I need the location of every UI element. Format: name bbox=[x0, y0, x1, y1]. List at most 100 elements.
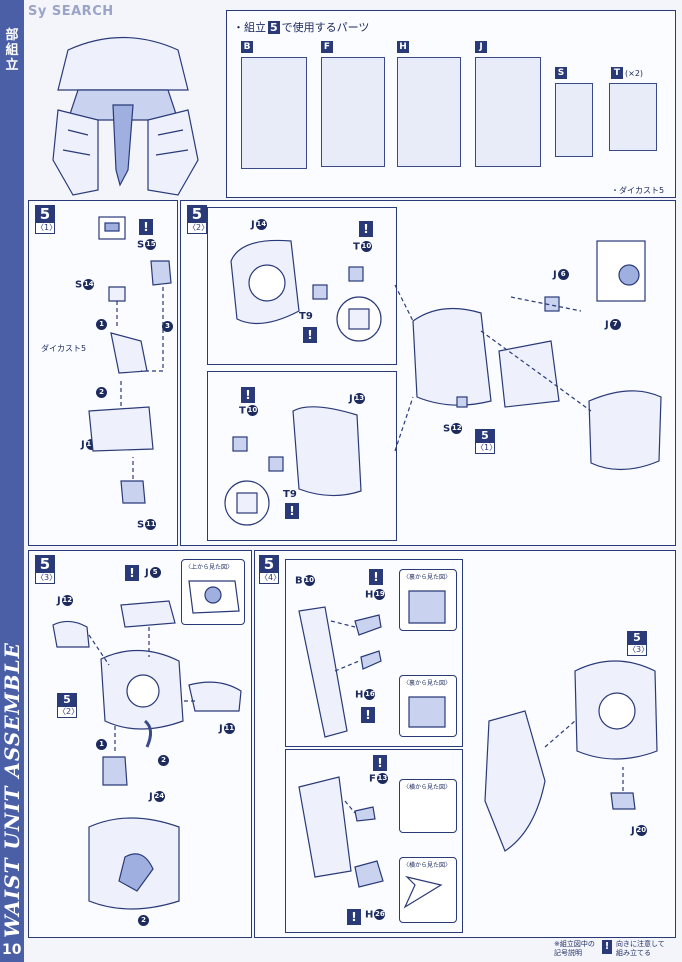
waist-overview-drawing bbox=[52, 37, 199, 196]
warning-icon: ! bbox=[361, 707, 375, 723]
part-num: 13 bbox=[376, 773, 388, 784]
heading-post: で使用するパーツ bbox=[281, 21, 370, 34]
seq-num: 2 bbox=[158, 755, 169, 766]
footer-warning-text: 向きに注意して 組み立てる bbox=[616, 940, 665, 958]
step-number: 5 bbox=[35, 205, 55, 223]
part-num: 10 bbox=[303, 575, 315, 586]
part-letter: J bbox=[349, 393, 353, 405]
section-title: 部組立 bbox=[5, 28, 19, 73]
section-band: WAIST UNIT ASSEMBLE bbox=[0, 640, 24, 940]
runner-F bbox=[321, 57, 385, 167]
step-number: 5 bbox=[187, 205, 207, 223]
step-badge: 5〈2〉 bbox=[187, 205, 210, 234]
callout-title: 〈横から見た図〉 bbox=[403, 862, 452, 869]
part-letter: S bbox=[137, 519, 145, 531]
runner-S bbox=[555, 83, 593, 157]
warning-icon: ! bbox=[303, 327, 317, 343]
warning-icon: ! bbox=[125, 565, 139, 581]
part-letter: H bbox=[365, 589, 374, 601]
part-num: 10 bbox=[246, 405, 258, 416]
part-letter: H bbox=[365, 909, 374, 921]
callout-title: 〈上から見た図〉 bbox=[185, 564, 234, 571]
ref-number: 5 bbox=[475, 429, 495, 443]
arrow-3-label: 3 bbox=[161, 321, 173, 333]
part-num: 16 bbox=[364, 689, 376, 700]
runner-T-count: (×2) bbox=[625, 69, 644, 78]
warning-icon: ! bbox=[373, 755, 387, 771]
runner-F-label: F bbox=[321, 41, 333, 53]
footer-legend: ※組立図中の 記号説明 bbox=[554, 940, 595, 958]
callout-title: 〈裏から見た図〉 bbox=[403, 574, 452, 581]
callout-title: 〈裏から見た図〉 bbox=[403, 680, 452, 687]
part-num: 6 bbox=[557, 269, 569, 280]
part-num: 14 bbox=[83, 279, 95, 290]
part-letter: T bbox=[239, 405, 246, 417]
arrow-1-label: 1 bbox=[95, 319, 107, 331]
callout-title: 〈横から見た図〉 bbox=[403, 784, 452, 791]
part-letter: S bbox=[75, 279, 83, 291]
legend-line-2: 記号説明 bbox=[554, 949, 582, 957]
part-letter: J bbox=[631, 825, 635, 837]
step-sub: 〈2〉 bbox=[187, 223, 210, 234]
part-num: 20 bbox=[635, 825, 647, 836]
part-letter: J bbox=[219, 723, 223, 735]
runner-T-label: T bbox=[611, 67, 623, 79]
ref-sub: 〈3〉 bbox=[627, 645, 650, 656]
watermark-search: SEARCH bbox=[51, 4, 114, 19]
part-letter: J bbox=[149, 791, 153, 803]
part-letter: T bbox=[353, 241, 360, 253]
runner-J-label: J bbox=[475, 41, 487, 53]
arrow-2-label: 2 bbox=[157, 755, 169, 767]
part-num: 11 bbox=[223, 723, 235, 734]
part-T9-lower: T9 bbox=[283, 489, 297, 500]
step-badge: 5〈4〉 bbox=[259, 555, 281, 584]
ref-number: 5 bbox=[627, 631, 647, 645]
part-num: 13 bbox=[353, 393, 365, 404]
ref-step-badge: 5〈3〉 bbox=[627, 631, 650, 656]
warning-icon: ! bbox=[139, 219, 153, 235]
part-letter: J bbox=[251, 219, 255, 231]
step-5-1-drawing bbox=[88, 216, 172, 504]
arrow-2-label: 2 bbox=[95, 387, 107, 399]
runner-H bbox=[397, 57, 461, 167]
part-letter: J bbox=[57, 595, 61, 607]
part-num: 7 bbox=[609, 319, 621, 330]
runner-H-label: H bbox=[397, 41, 409, 53]
legend-line-1: ※組立図中の bbox=[554, 940, 595, 948]
warning-line-1: 向きに注意して bbox=[616, 940, 665, 948]
warning-icon: ! bbox=[359, 221, 373, 237]
band-text: WAIST UNIT ASSEMBLE bbox=[0, 642, 24, 938]
part-num: 15 bbox=[145, 239, 157, 250]
part-T9-upper: T9 bbox=[299, 311, 313, 322]
part-letter: S bbox=[137, 239, 145, 251]
runner-B-label: B bbox=[241, 41, 253, 53]
step-badge: 5〈3〉 bbox=[35, 555, 57, 584]
arrow-1-label: 1 bbox=[95, 739, 107, 751]
part-num: 11 bbox=[145, 519, 157, 530]
overview-figure bbox=[28, 10, 222, 196]
warning-icon: ! bbox=[241, 387, 255, 403]
step-number: 5 bbox=[35, 555, 55, 573]
ref-sub: 〈1〉 bbox=[475, 443, 498, 454]
part-letter: S bbox=[443, 423, 451, 435]
watermark: Sy SEARCH bbox=[28, 4, 114, 19]
seq-num: 2 bbox=[138, 915, 149, 926]
